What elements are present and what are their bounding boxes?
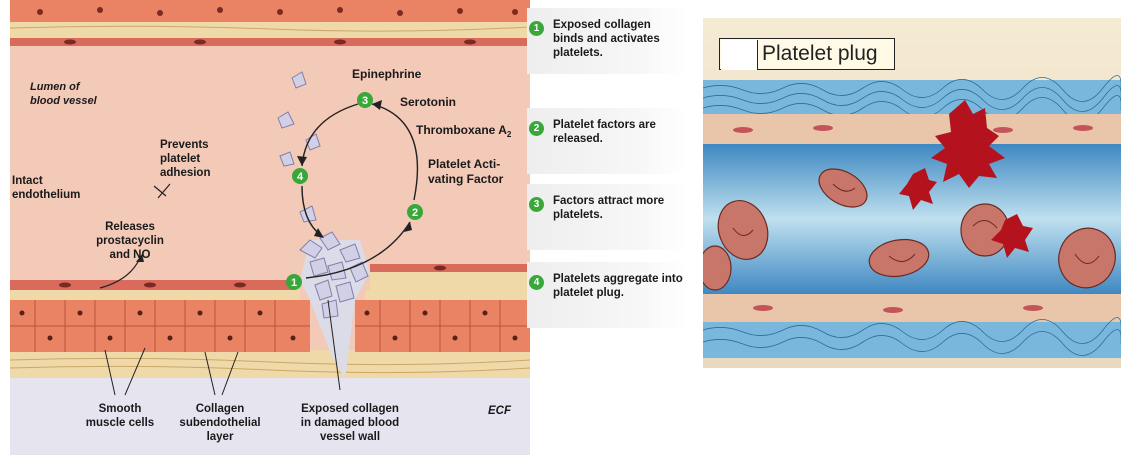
step-text: Exposed collagen binds and activates pla… <box>553 18 683 60</box>
step-2: 2 Platelet factors are released. <box>527 108 687 174</box>
cycle-number-3: 3 <box>357 92 373 108</box>
thromboxane-label: Thromboxane A2 <box>416 123 512 139</box>
step-text: Platelet factors are released. <box>553 118 683 146</box>
svg-text:3: 3 <box>362 95 368 107</box>
steps-legend: 1 Exposed collagen binds and activates p… <box>527 8 687 328</box>
cycle-number-1: 1 <box>286 274 302 290</box>
blank-label-box <box>721 40 758 70</box>
bottom-endothelium-right <box>370 264 530 272</box>
vessel-illustration: 1 2 3 4 Lumen of blood vessel Prevents p… <box>10 0 530 455</box>
epinephrine-label: Epinephrine <box>352 67 422 81</box>
ecf-label: ECF <box>488 405 512 417</box>
step-number: 3 <box>529 197 544 212</box>
top-wall-layer <box>703 114 1121 144</box>
step-1: 1 Exposed collagen binds and activates p… <box>527 8 687 74</box>
top-muscle-layer <box>10 0 530 22</box>
step-text: Factors attract more platelets. <box>553 194 683 222</box>
collagen-label-line3: layer <box>207 431 234 443</box>
platelet-plug-label-box: Platelet plug <box>719 38 895 70</box>
exposed-collagen-label-line3: vessel wall <box>320 431 380 443</box>
serotonin-label: Serotonin <box>400 95 456 109</box>
ecf-area <box>10 375 530 455</box>
smooth-muscle-label-line1: Smooth <box>99 403 142 415</box>
releases-label-line3: and NO <box>110 249 151 261</box>
lumen-label-line2: blood vessel <box>30 95 98 107</box>
prevents-label-line2: platelet <box>160 153 200 165</box>
paf-label-line2: vating Factor <box>428 172 504 186</box>
platelet-activation-diagram: 1 2 3 4 Lumen of blood vessel Prevents p… <box>10 0 530 455</box>
cycle-number-4: 4 <box>292 168 308 184</box>
intact-label-line2: endothelium <box>12 189 80 201</box>
paf-label-line1: Platelet Acti- <box>428 157 500 171</box>
collagen-label-line2: subendothelial <box>179 417 260 429</box>
prevents-label-line3: adhesion <box>160 167 210 179</box>
smooth-muscle-label-line2: muscle cells <box>86 417 154 429</box>
exposed-collagen-label-line2: in damaged blood <box>301 417 399 429</box>
step-text: Platelets aggregate into platelet plug. <box>553 272 683 300</box>
releases-label-line1: Releases <box>105 221 155 233</box>
intact-label-line1: Intact <box>12 175 43 187</box>
exposed-collagen-label-line1: Exposed collagen <box>301 403 399 415</box>
svg-text:4: 4 <box>297 171 304 183</box>
plug-illustration: Platelet plug <box>703 18 1121 368</box>
svg-text:2: 2 <box>412 207 418 219</box>
step-3: 3 Factors attract more platelets. <box>527 184 687 250</box>
prevents-label-line1: Prevents <box>160 139 209 151</box>
collagen-label-line1: Collagen <box>196 403 245 415</box>
top-endothelium <box>10 38 530 46</box>
platelet-plug-label: Platelet plug <box>762 39 878 69</box>
platelet-plug-diagram: Platelet plug <box>703 18 1121 368</box>
releases-label-line2: prostacyclin <box>96 235 164 247</box>
svg-text:1: 1 <box>291 277 297 289</box>
step-4: 4 Platelets aggregate into platelet plug… <box>527 262 687 328</box>
step-number: 4 <box>529 275 544 290</box>
step-number: 1 <box>529 21 544 36</box>
lumen-label-line1: Lumen of <box>30 81 81 93</box>
step-number: 2 <box>529 121 544 136</box>
cycle-number-2: 2 <box>407 204 423 220</box>
